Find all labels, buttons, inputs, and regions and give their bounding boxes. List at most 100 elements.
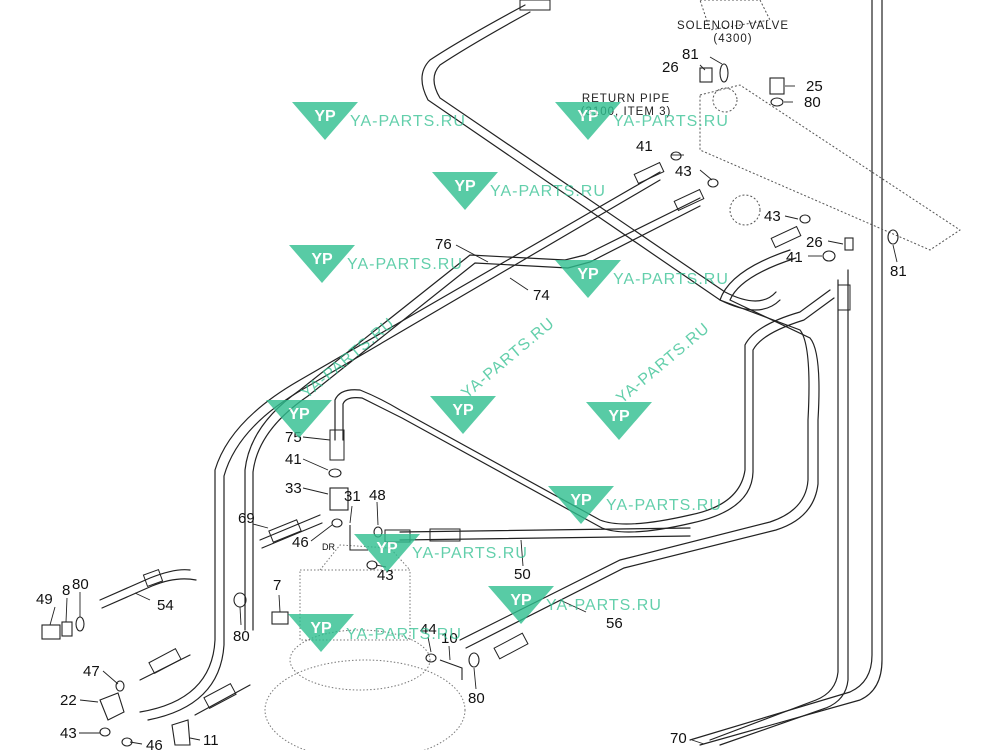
callout-69: 69	[238, 510, 255, 527]
hose-lower-b	[194, 684, 251, 716]
watermark-text: YA-PARTS.RU	[606, 497, 722, 514]
fitting-76	[633, 161, 665, 185]
callout-70: 70	[670, 730, 687, 747]
pump-base	[264, 659, 466, 750]
watermark-logo: YP	[488, 586, 554, 624]
leader-80-left	[239, 606, 242, 626]
leader-47	[102, 670, 119, 685]
callout-43-right: 43	[764, 208, 781, 225]
hose-56-a	[459, 249, 810, 641]
oring-41-top	[670, 151, 682, 161]
callout-31: 31	[344, 488, 361, 505]
watermark-logo: YP	[292, 102, 358, 140]
hose-75-a	[334, 289, 831, 525]
hose-54-b	[101, 578, 197, 609]
leader-80-bottom	[473, 667, 477, 690]
leader-49	[49, 606, 56, 626]
elbow-11	[171, 719, 191, 746]
svg-text:YP: YP	[608, 408, 630, 425]
oring-43-top	[707, 178, 719, 188]
callout-54: 54	[157, 597, 174, 614]
watermark-text: YA-PARTS.RU	[613, 271, 729, 288]
callout-44: 44	[420, 621, 437, 638]
pump-body	[299, 569, 411, 641]
oring-81-top	[719, 63, 729, 83]
leader-46-bottom	[129, 741, 143, 745]
callout-22: 22	[60, 692, 77, 709]
valve-port-1	[712, 87, 738, 113]
pump-middle	[289, 629, 431, 691]
leader-26-top	[699, 64, 706, 71]
callout-47: 47	[83, 663, 100, 680]
leader-8	[65, 597, 68, 623]
svg-text:YP: YP	[452, 402, 474, 419]
fitting-75	[329, 429, 345, 461]
leader-81-right	[892, 244, 898, 263]
solenoid-valve-ref: (4300)	[713, 33, 753, 46]
oring-80-left	[233, 592, 247, 608]
callout-46-mid: 46	[292, 534, 309, 551]
leader-48	[376, 501, 379, 526]
leader-22	[79, 699, 99, 703]
watermark-logo: YP	[289, 245, 355, 283]
callout-dr-port: DR	[322, 542, 335, 552]
leader-54	[134, 592, 151, 601]
svg-text:YP: YP	[454, 178, 476, 195]
callout-76: 76	[435, 236, 452, 253]
fitting-41	[770, 225, 802, 249]
leader-7	[278, 594, 281, 613]
watermark-logo: YP	[555, 260, 621, 298]
fitting-top	[519, 0, 551, 11]
leader-74	[509, 277, 529, 291]
oring-43-bottom	[99, 727, 111, 737]
svg-text:YP: YP	[314, 108, 336, 125]
pipe-top-loop-a	[421, 4, 781, 311]
watermark-logo: YP	[266, 400, 332, 438]
hose-50-b	[399, 535, 691, 541]
oring-47	[115, 680, 125, 692]
connector-7	[271, 611, 289, 625]
callout-43-bottom: 43	[60, 725, 77, 742]
oring-44	[425, 653, 437, 663]
callout-41-mid: 41	[285, 451, 302, 468]
callout-11: 11	[203, 732, 219, 749]
watermark-logo: YP	[288, 614, 354, 652]
plug-26-top	[699, 67, 713, 83]
callout-80-far-left: 80	[72, 576, 89, 593]
callout-48: 48	[369, 487, 386, 504]
pipe-70-b	[689, 0, 873, 741]
leader-44	[427, 636, 432, 653]
callout-41-top: 41	[636, 138, 653, 155]
callout-81-top: 81	[682, 46, 699, 63]
leader-46-mid	[310, 524, 333, 542]
solenoid-valve-top	[699, 0, 771, 31]
hose-56-b	[465, 257, 820, 649]
pipe-right-c	[719, 269, 849, 746]
oring-43-right	[799, 214, 811, 224]
watermark-text: YA-PARTS.RU	[490, 183, 606, 200]
watermark-logo: YP	[586, 402, 652, 440]
hose-74-b	[252, 205, 701, 631]
svg-text:YP: YP	[577, 266, 599, 283]
plug-25	[769, 77, 785, 95]
oring-41-mid	[328, 468, 342, 478]
callout-7: 7	[273, 577, 282, 594]
fitting-69	[268, 519, 302, 543]
callout-10: 10	[441, 630, 458, 647]
solenoid-valve-note: SOLENOID VALVE (4300)	[672, 20, 794, 46]
callout-43-mid: 43	[377, 567, 394, 584]
tee-33	[329, 487, 349, 511]
watermark-logo: YP	[430, 396, 496, 434]
leader-70	[691, 739, 705, 745]
hose-54-a	[99, 569, 191, 601]
elbow-10	[439, 659, 463, 680]
leader-81-top	[709, 56, 723, 65]
leader-76	[455, 244, 489, 263]
leader-41-mid	[302, 458, 329, 471]
watermark-text: YA-PARTS.RU	[350, 113, 466, 130]
svg-text:YP: YP	[310, 620, 332, 637]
callout-8: 8	[62, 582, 71, 599]
svg-text:YP: YP	[288, 406, 310, 423]
callout-25: 25	[806, 78, 823, 95]
